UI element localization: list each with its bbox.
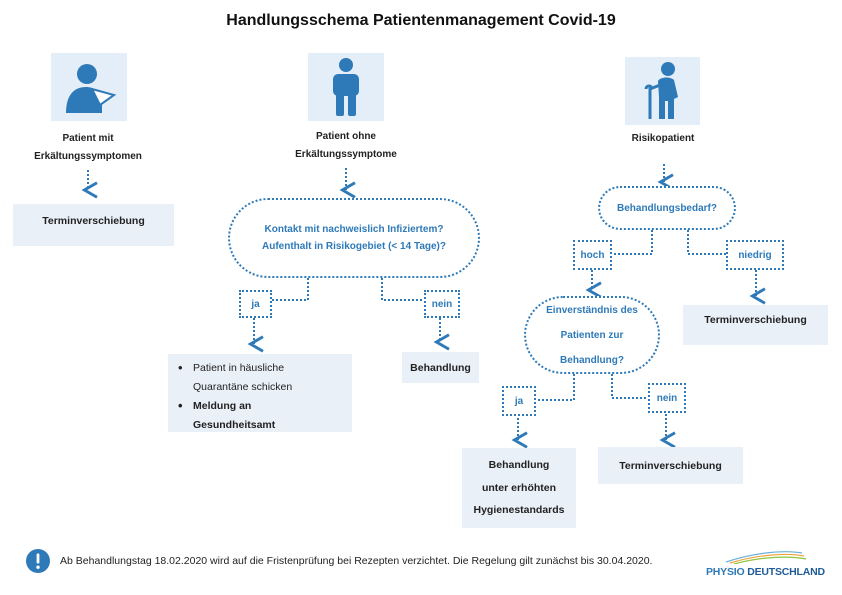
- exclamation-icon: [26, 549, 50, 573]
- treatment-need-decision: Behandlungsbedarf?: [598, 186, 736, 230]
- consent-ja-label: ja: [502, 386, 536, 416]
- consent-decision: Einverständnis des Patienten zur Behandl…: [524, 296, 660, 374]
- behandlung-box: Behandlung: [402, 352, 479, 383]
- line-question-to-niedrig: [687, 230, 726, 255]
- caption-line: Patient mit: [62, 133, 114, 144]
- result-label: Terminverschiebung: [42, 215, 145, 227]
- question-line: Behandlungsbedarf?: [616, 202, 717, 214]
- ja-label: ja: [239, 290, 272, 318]
- consent-no-result-box: Terminverschiebung: [598, 447, 743, 484]
- action-line: Patient in häusliche: [193, 362, 285, 374]
- line-consent-to-ja: [536, 374, 575, 401]
- action-line: Gesundheitsamt: [193, 419, 276, 431]
- action-list: Patient in häusliche Quarantäne schicken…: [168, 358, 293, 435]
- line-question-to-hoch: [608, 230, 653, 255]
- action-line: Quarantäne schicken: [193, 381, 293, 393]
- physio-deutschland-logo: PHYSIO DEUTSCHLAND: [706, 550, 830, 582]
- patient-coughing-icon: [66, 64, 117, 113]
- contact-question-decision: Kontakt mit nachweislich Infiziertem? Au…: [228, 198, 480, 278]
- caption-line: Erkältungssymptome: [295, 149, 397, 160]
- list-item: Patient in häusliche Quarantäne schicken: [168, 358, 293, 397]
- question-line: Einverständnis des: [546, 304, 638, 316]
- quarantine-actions-box: Patient in häusliche Quarantäne schicken…: [168, 354, 352, 432]
- logo-swoosh: [725, 551, 807, 564]
- footer-note: Ab Behandlungstag 18.02.2020 wird auf di…: [60, 555, 653, 567]
- middle-caption: Patient ohne Erkältungssymptome: [264, 128, 428, 164]
- left-caption: Patient mit Erkältungssymptomen: [12, 130, 164, 166]
- question-line: Aufenthalt in Risikogebiet (< 14 Tage)?: [261, 241, 446, 252]
- nein-label: nein: [424, 290, 460, 318]
- result-label: Behandlung: [410, 361, 471, 374]
- result-label: Terminverschiebung: [619, 459, 722, 472]
- left-result-box: Terminverschiebung: [13, 204, 174, 246]
- result-line: Behandlung: [488, 459, 550, 472]
- result-line: Hygienestandards: [473, 504, 565, 517]
- caption-line: Erkältungssymptomen: [34, 151, 142, 162]
- page-title: Handlungsschema Patientenmanagement Covi…: [226, 12, 616, 29]
- logo-text-deutschland: DEUTSCHLAND: [747, 566, 825, 578]
- hoch-label: hoch: [573, 240, 612, 270]
- action-line: Meldung an: [193, 400, 252, 412]
- patient-coughing-tile: [51, 53, 127, 121]
- low-need-result-box: Terminverschiebung: [683, 305, 828, 345]
- result-label: Terminverschiebung: [704, 314, 807, 326]
- person-standing-icon: [333, 58, 359, 116]
- elderly-person-with-cane-icon: [644, 62, 678, 119]
- line-question-to-nein: [381, 278, 424, 301]
- niedrig-label: niedrig: [726, 240, 784, 270]
- hygiene-treatment-box: Behandlung unter erhöhten Hygienestandar…: [462, 448, 576, 528]
- question-line: Kontakt mit nachweislich Infiziertem?: [264, 224, 444, 235]
- person-standing-tile: [308, 53, 384, 121]
- line-question-to-ja: [272, 278, 309, 301]
- line-consent-to-nein: [611, 374, 648, 399]
- question-line: Patienten zur: [560, 329, 624, 341]
- result-line: unter erhöhten: [481, 481, 557, 494]
- elderly-person-tile: [625, 57, 700, 125]
- right-caption: Risikopatient: [631, 133, 695, 144]
- logo-text-physio: PHYSIO: [706, 566, 745, 578]
- consent-nein-label: nein: [648, 383, 686, 413]
- caption-line: Patient ohne: [315, 131, 376, 142]
- question-line: Behandlung?: [560, 354, 624, 366]
- list-item: Meldung an Gesundheitsamt: [168, 396, 292, 435]
